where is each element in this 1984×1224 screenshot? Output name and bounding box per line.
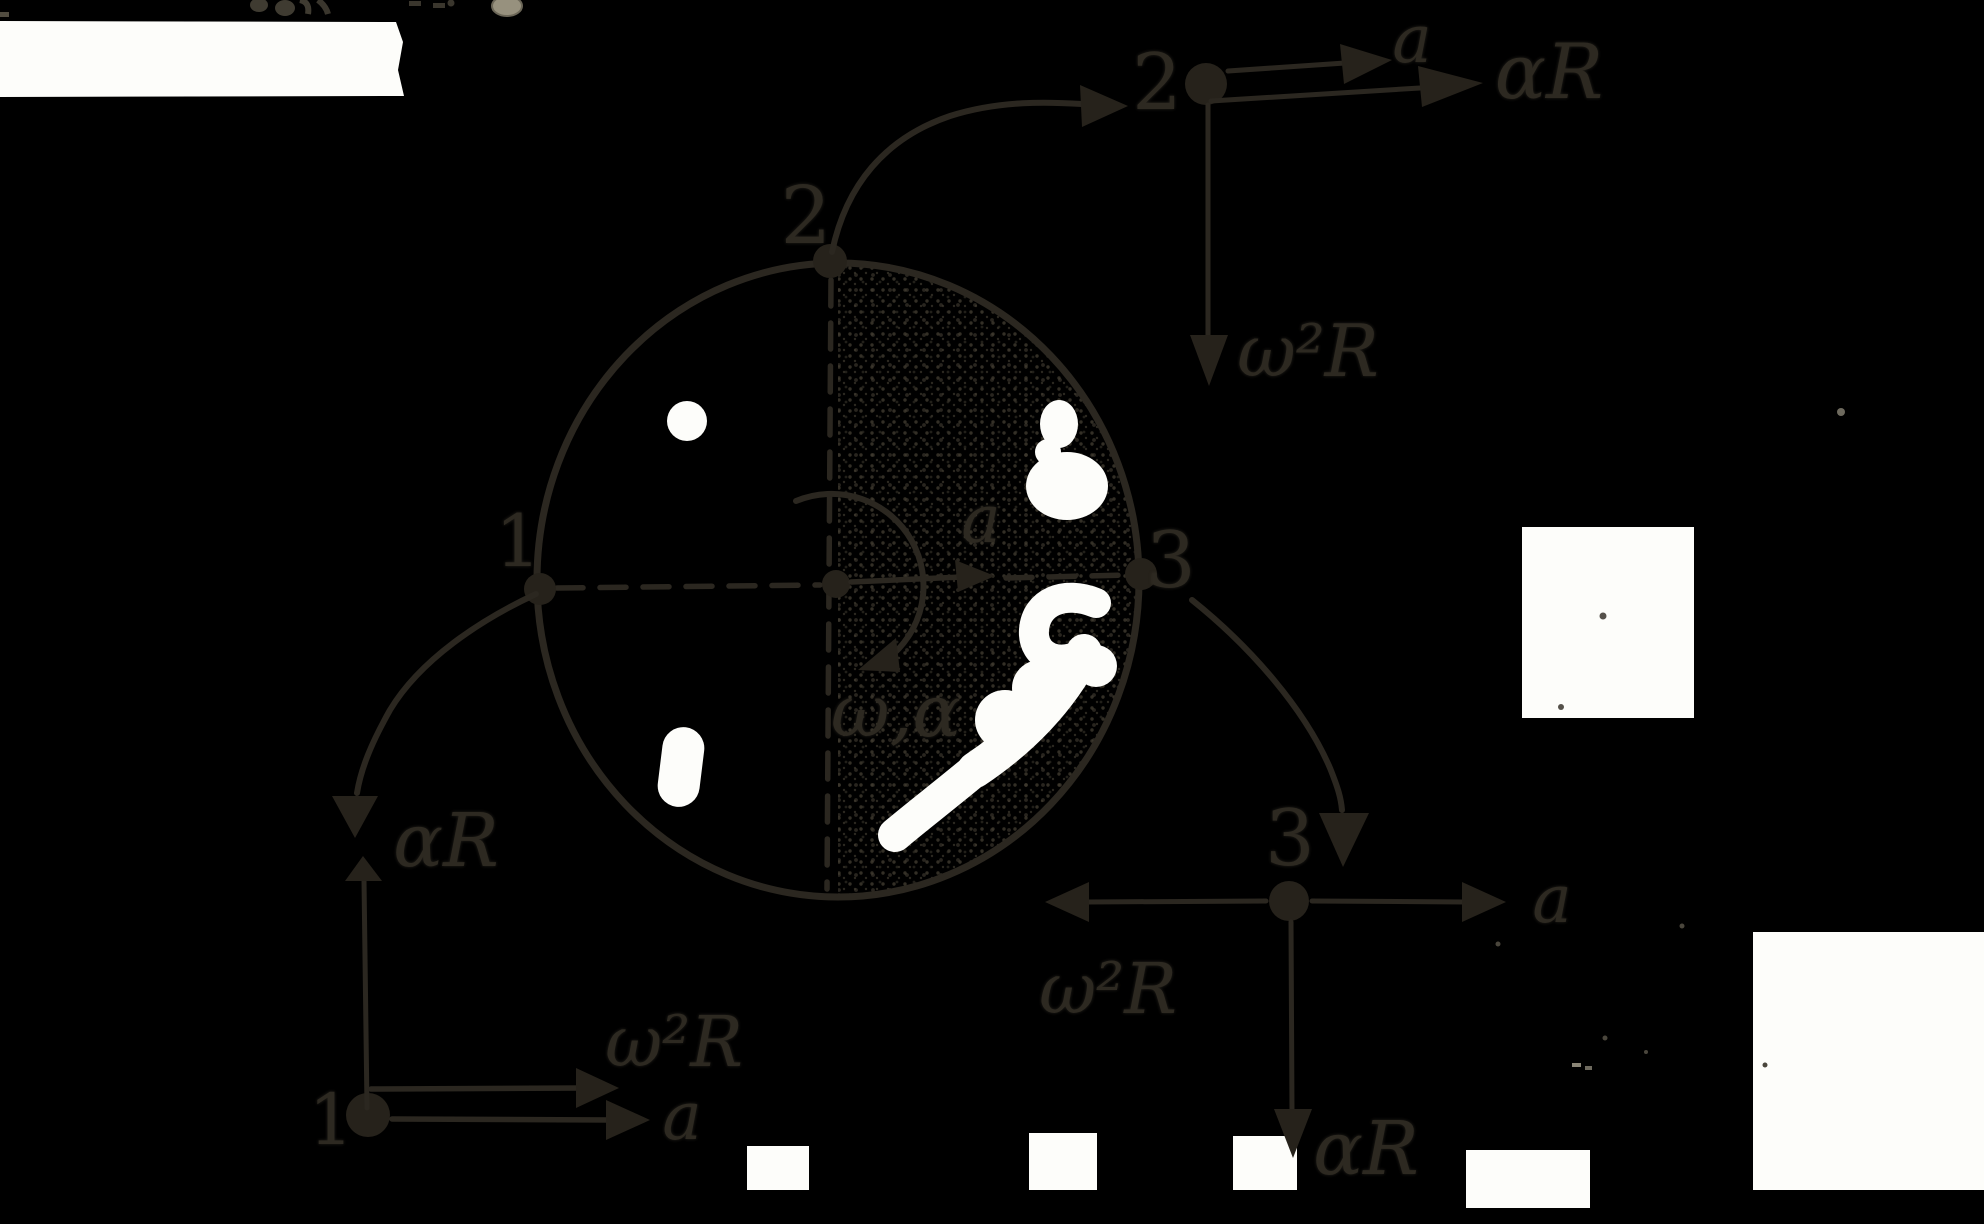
ink-strokes bbox=[332, 44, 1506, 1158]
diagram2-vectors bbox=[1185, 44, 1483, 386]
diagram3-a-arrowhead bbox=[1462, 882, 1506, 922]
bottom-white-patch-c bbox=[1233, 1136, 1297, 1190]
diagram3-omega2R-shaft bbox=[1085, 898, 1269, 905]
diagram1-omega2R-arrowhead bbox=[576, 1068, 619, 1108]
wheel-center-dot bbox=[822, 570, 850, 598]
rotation-arc-arrowhead bbox=[858, 638, 900, 672]
diagram1-a-arrowhead bbox=[606, 1100, 650, 1140]
diagram3-alphaR-arrowhead bbox=[1274, 1109, 1312, 1158]
white-pill-blob bbox=[657, 727, 705, 807]
diagram1-omega2R-label: ω²R bbox=[605, 1001, 743, 1083]
leader3-arrowhead bbox=[1319, 813, 1369, 867]
diagram1-vectors bbox=[345, 856, 650, 1140]
diagram2-point-label: 2 bbox=[1132, 38, 1182, 128]
gray-pebble bbox=[491, 0, 523, 17]
diagram2-omega2R-arrowhead bbox=[1190, 335, 1228, 386]
diagram3-a-shaft bbox=[1309, 898, 1468, 905]
paper-white-patches bbox=[0, 21, 1984, 1208]
diagram2-a-shaft bbox=[1225, 60, 1348, 74]
wheel-point3-label: 3 bbox=[1146, 516, 1196, 606]
diagram3-vectors bbox=[1045, 881, 1506, 1158]
bottom-white-patch-a bbox=[747, 1146, 809, 1190]
diagram2-alphaR-label: αR bbox=[1494, 27, 1604, 116]
center-a-arrowhead bbox=[955, 560, 995, 592]
diagram1-alphaR-shaft bbox=[361, 877, 370, 1111]
diagram1-alphaR-label: αR bbox=[393, 798, 499, 884]
diagram3-point-label: 3 bbox=[1265, 794, 1315, 884]
diagram3-omega2R-label: ω²R bbox=[1039, 948, 1177, 1030]
bottom-white-patch-b bbox=[1029, 1133, 1097, 1190]
center-a-arrow-shaft bbox=[848, 574, 965, 585]
wheel-point1-label: 1 bbox=[495, 499, 541, 583]
leader2-arrowhead bbox=[1080, 85, 1128, 127]
bottom-right-white-rectangle bbox=[1753, 932, 1984, 1190]
diagram3-omega2R-arrowhead bbox=[1045, 882, 1089, 922]
leader1-arrowhead bbox=[332, 796, 378, 838]
correction-fluid-blobs bbox=[657, 400, 1117, 852]
leader-to-diagram3 bbox=[1189, 597, 1345, 813]
diagram3-alphaR-label: αR bbox=[1313, 1106, 1419, 1192]
diagram1-point-dot bbox=[346, 1093, 390, 1137]
diagram1-omega2R-shaft bbox=[368, 1085, 585, 1092]
diagram1-a-shaft bbox=[389, 1116, 615, 1123]
white-y-blob bbox=[878, 582, 1117, 852]
wheel-center-acceleration-label: a bbox=[961, 481, 1001, 558]
white-dot-blob bbox=[667, 401, 707, 441]
diagram2-omega2R-label: ω²R bbox=[1237, 309, 1379, 393]
rotation-arc bbox=[793, 490, 927, 663]
diagram1-alphaR-arrowhead bbox=[345, 856, 382, 881]
diagram2-point-dot bbox=[1185, 63, 1227, 105]
diagram2-alphaR-arrowhead bbox=[1418, 66, 1483, 107]
diagram2-alphaR-shaft bbox=[1208, 85, 1423, 104]
diagram3-point-dot bbox=[1269, 881, 1309, 921]
dashed-horizontal-diameter bbox=[554, 572, 1131, 591]
scan-edge-fragments bbox=[0, 0, 1845, 1070]
diagram3-alphaR-shaft bbox=[1288, 919, 1295, 1115]
wheel-rotation-label: ω,α bbox=[830, 669, 962, 753]
leader-to-diagram1 bbox=[354, 591, 539, 796]
diagram1-a-label: a bbox=[662, 1078, 702, 1155]
right-white-rectangle bbox=[1522, 527, 1694, 718]
point2-dot bbox=[813, 244, 847, 278]
diagram1-point-label: 1 bbox=[308, 1079, 354, 1161]
diagram2-a-label: a bbox=[1392, 1, 1432, 78]
point3-dot bbox=[1125, 558, 1157, 590]
top-left-white-band bbox=[0, 21, 404, 97]
leader-to-diagram2 bbox=[829, 99, 1085, 255]
diagram2-a-arrowhead bbox=[1340, 44, 1392, 84]
bottom-white-patch-d bbox=[1466, 1150, 1590, 1208]
white-blob-upper-right bbox=[1026, 400, 1108, 520]
wheel-point2-label: 2 bbox=[780, 169, 832, 262]
diagram3-a-label: a bbox=[1532, 861, 1572, 938]
